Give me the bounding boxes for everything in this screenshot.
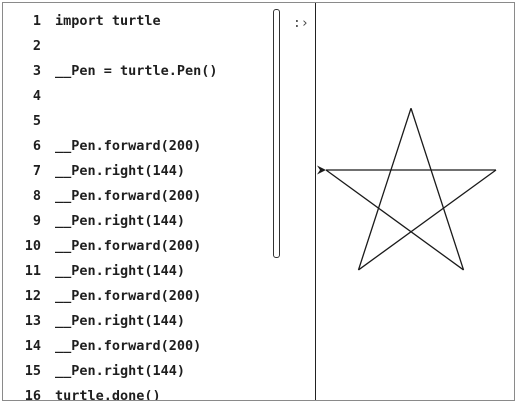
- code-text: __Pen.right(144): [55, 263, 186, 279]
- line-number: 6: [32, 138, 41, 154]
- panel-toggle-icon[interactable]: :›: [293, 16, 309, 31]
- line-number: 8: [32, 188, 41, 204]
- code-text: __Pen.forward(200): [55, 238, 202, 254]
- code-line[interactable]: 13 __Pen.right(144): [3, 309, 271, 334]
- code-line[interactable]: 6 __Pen.forward(200): [3, 134, 271, 159]
- code-text: __Pen.forward(200): [55, 288, 202, 304]
- star-stroke: [357, 108, 412, 271]
- code-line[interactable]: 2: [3, 34, 271, 59]
- line-number: 2: [32, 38, 41, 54]
- code-line[interactable]: 8 __Pen.forward(200): [3, 184, 271, 209]
- line-number: 13: [24, 313, 41, 329]
- code-text: __Pen = turtle.Pen(): [55, 63, 218, 79]
- line-number: 16: [24, 388, 41, 401]
- line-number: 15: [24, 363, 41, 379]
- line-number: 9: [32, 213, 41, 229]
- code-line[interactable]: 3 __Pen = turtle.Pen(): [3, 59, 271, 84]
- line-number: 7: [32, 163, 41, 179]
- turtle-drawing: [317, 108, 497, 271]
- line-number: 5: [32, 113, 41, 129]
- code-line[interactable]: 1 import turtle: [3, 9, 271, 34]
- code-line[interactable]: 9 __Pen.right(144): [3, 209, 271, 234]
- code-editor[interactable]: 1 import turtle 2 3 __Pen = turtle.Pen() 4 5 6 _…: [3, 3, 315, 400]
- code-text: __Pen.right(144): [55, 163, 186, 179]
- line-number: 1: [32, 13, 41, 29]
- line-number: 3: [32, 63, 41, 79]
- code-line[interactable]: 7 __Pen.right(144): [3, 159, 271, 184]
- code-line[interactable]: 12 __Pen.forward(200): [3, 284, 271, 309]
- line-number: 11: [24, 263, 41, 279]
- code-line[interactable]: 16 turtle.done(): [3, 384, 271, 401]
- code-line[interactable]: 14 __Pen.forward(200): [3, 334, 271, 359]
- code-text: __Pen.right(144): [55, 363, 186, 379]
- line-number: 12: [24, 288, 41, 304]
- star-stroke: [325, 169, 464, 271]
- star-stroke: [358, 169, 497, 271]
- turtle-ide-window: 1 import turtle 2 3 __Pen = turtle.Pen() 4 5 6 _…: [2, 2, 515, 401]
- line-number: 10: [24, 238, 41, 254]
- code-text: __Pen.right(144): [55, 313, 186, 329]
- code-text: __Pen.right(144): [55, 213, 186, 229]
- code-text: import turtle: [55, 13, 161, 29]
- code-line[interactable]: 11 __Pen.right(144): [3, 259, 271, 284]
- star-stroke: [410, 108, 465, 271]
- code-text: turtle.done(): [55, 388, 161, 401]
- turtle-canvas: [316, 3, 514, 400]
- line-number: 4: [32, 88, 41, 104]
- line-number: 14: [24, 338, 41, 354]
- code-line[interactable]: 5: [3, 109, 271, 134]
- code-text: __Pen.forward(200): [55, 338, 202, 354]
- code-text: __Pen.forward(200): [55, 138, 202, 154]
- editor-scrollbar[interactable]: [273, 9, 280, 258]
- code-line[interactable]: 15 __Pen.right(144): [3, 359, 271, 384]
- code-text: __Pen.forward(200): [55, 188, 202, 204]
- code-line[interactable]: 10 __Pen.forward(200): [3, 234, 271, 259]
- code-line[interactable]: 4: [3, 84, 271, 109]
- pane-divider[interactable]: [315, 3, 316, 400]
- turtle-arrow-icon: [317, 165, 326, 175]
